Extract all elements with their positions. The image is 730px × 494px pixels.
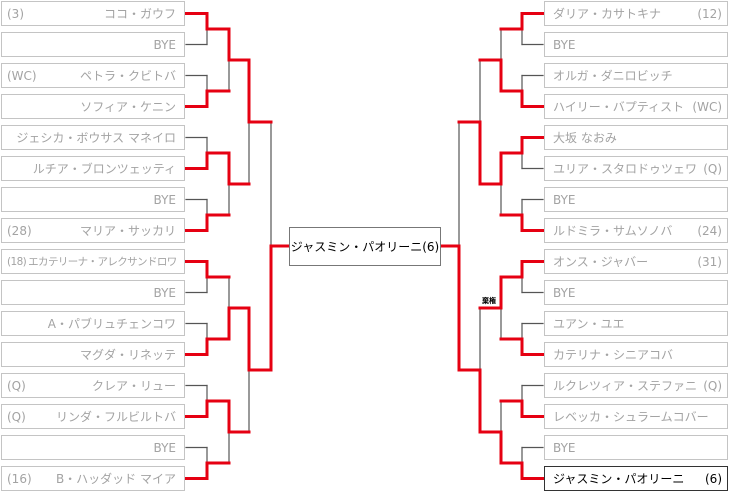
player-entry[interactable]: (Q) クレア・リュー xyxy=(1,373,185,398)
player-entry[interactable]: ユアン・ユエ xyxy=(544,311,728,336)
player-name: ユアン・ユエ xyxy=(553,317,625,331)
player-entry[interactable]: (WC) ペトラ・クビトバ xyxy=(1,63,185,88)
player-name: ルドミラ・サムソノバ xyxy=(553,224,673,238)
player-name: レベッカ・シュラームコバー xyxy=(553,410,709,424)
player-name: BYE xyxy=(553,192,576,207)
player-name: BYE xyxy=(153,37,177,52)
player-seed: (16) xyxy=(7,471,32,486)
player-name: ユリア・スタロドゥツェワ xyxy=(553,162,698,176)
player-entry[interactable]: (3) ココ・ガウフ xyxy=(1,1,185,26)
player-name: ダリア・カサトキナ xyxy=(553,7,662,21)
player-entry[interactable]: レベッカ・シュラームコバー xyxy=(544,404,728,429)
player-entry[interactable]: ダリア・カサトキナ (12) xyxy=(544,1,728,26)
player-entry[interactable]: ハイリー・バプティスト (WC) xyxy=(544,94,728,119)
player-entry[interactable]: (16) B・ハッダッド マイア xyxy=(1,466,185,491)
player-seed: (31) xyxy=(697,254,722,269)
player-name: BYE xyxy=(153,440,177,455)
player-entry[interactable]: ユリア・スタロドゥツェワ (Q) xyxy=(544,156,728,181)
player-name: ハイリー・バプティスト xyxy=(553,100,685,114)
player-name: ルクレツィア・ステファニニ xyxy=(553,379,699,393)
player-entry[interactable]: 大坂 なおみ xyxy=(544,125,728,150)
player-entry[interactable]: ソフィア・ケニン xyxy=(1,94,185,119)
player-name: クレア・リュー xyxy=(91,379,176,393)
player-entry[interactable]: (18)エカテリーナ・アレクサンドロワ xyxy=(1,249,185,274)
player-entry[interactable]: ジャスミン・パオリーニ (6) xyxy=(544,466,728,491)
player-seed: (24) xyxy=(697,223,722,238)
player-name: BYE xyxy=(553,285,576,300)
player-entry[interactable]: ルクレツィア・ステファニニ (Q) xyxy=(544,373,728,398)
champion-seed: (6) xyxy=(422,239,440,254)
player-seed: (Q) xyxy=(703,161,722,176)
player-entry[interactable]: ジェシカ・ボウサス マネイロ xyxy=(1,125,185,150)
player-name: B・ハッダッド マイア xyxy=(55,472,176,486)
player-name: BYE xyxy=(153,192,177,207)
player-entry[interactable]: オンス・ジャバー (31) xyxy=(544,249,728,274)
player-name: リンダ・フルビルトバ xyxy=(55,410,176,424)
player-name: ジャスミン・パオリーニ xyxy=(553,472,685,486)
player-name: ルチア・ブロンツェッティ xyxy=(32,162,176,176)
player-seed: (28) xyxy=(7,223,32,238)
player-entry[interactable]: (28) マリア・サッカリ xyxy=(1,218,185,243)
player-entry[interactable]: BYE xyxy=(544,280,728,305)
player-name: エカテリーナ・アレクサンドロワ xyxy=(28,256,177,268)
player-entry[interactable]: マグダ・リネッテ xyxy=(1,342,185,367)
champion-name: ジャスミン・パオリーニ xyxy=(290,240,423,254)
player-name: ペトラ・クビトバ xyxy=(79,69,176,83)
player-seed: (WC) xyxy=(692,99,722,114)
player-name: オルガ・ダニロビッチ xyxy=(553,69,673,83)
player-entry[interactable]: BYE xyxy=(544,435,728,460)
player-seed: (Q) xyxy=(7,409,26,424)
player-entry[interactable]: ルチア・ブロンツェッティ xyxy=(1,156,185,181)
player-name: A・パブリュチェンコワ xyxy=(47,317,176,331)
player-name: ソフィア・ケニン xyxy=(80,100,176,114)
player-seed: (WC) xyxy=(7,68,37,83)
player-seed: (18) xyxy=(7,255,27,268)
champion-box[interactable]: ジャスミン・パオリーニ (6) xyxy=(289,227,441,266)
player-name: カテリナ・シニアコバ xyxy=(553,348,674,362)
player-entry[interactable]: A・パブリュチェンコワ xyxy=(1,311,185,336)
player-name: 大坂 なおみ xyxy=(553,131,617,145)
player-entry[interactable]: BYE xyxy=(1,32,185,57)
retired-label: 棄権 xyxy=(482,297,496,305)
player-entry[interactable]: BYE xyxy=(544,187,728,212)
player-name: オンス・ジャバー xyxy=(553,255,649,269)
player-seed: (12) xyxy=(697,6,722,21)
player-seed: (6) xyxy=(705,471,722,486)
player-name: BYE xyxy=(153,285,177,300)
player-entry[interactable]: BYE xyxy=(1,280,185,305)
player-seed: (Q) xyxy=(703,378,722,393)
player-entry[interactable]: BYE xyxy=(544,32,728,57)
player-name: ココ・ガウフ xyxy=(103,7,176,21)
player-name: マリア・サッカリ xyxy=(79,224,176,238)
player-name: BYE xyxy=(553,440,576,455)
player-entry[interactable]: BYE xyxy=(1,435,185,460)
player-seed: (3) xyxy=(7,6,24,21)
player-entry[interactable]: オルガ・ダニロビッチ xyxy=(544,63,728,88)
player-entry[interactable]: (Q) リンダ・フルビルトバ xyxy=(1,404,185,429)
player-name: BYE xyxy=(553,37,576,52)
player-seed: (Q) xyxy=(7,378,26,393)
player-name: ジェシカ・ボウサス マネイロ xyxy=(16,131,176,145)
player-entry[interactable]: BYE xyxy=(1,187,185,212)
player-entry[interactable]: カテリナ・シニアコバ xyxy=(544,342,728,367)
player-name: マグダ・リネッテ xyxy=(79,348,176,362)
player-entry[interactable]: ルドミラ・サムソノバ (24) xyxy=(544,218,728,243)
